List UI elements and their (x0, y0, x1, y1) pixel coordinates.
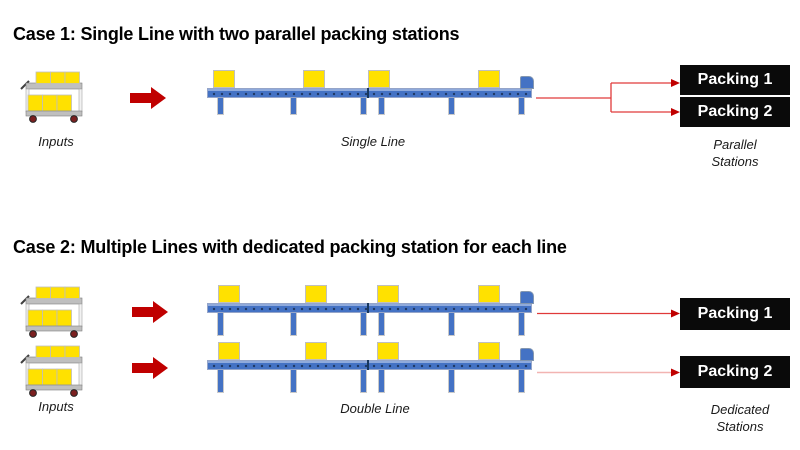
case2-title: Case 2: Multiple Lines with dedicated pa… (13, 237, 567, 257)
conveyor-leg (518, 98, 525, 115)
fork-connector-line (536, 79, 680, 116)
case2-inputs-label: Inputs (38, 399, 74, 414)
packing-station-2-label: Packing 2 (697, 363, 773, 380)
package-box (213, 70, 235, 88)
case1-title: Case 1: Single Line with two parallel pa… (13, 24, 460, 44)
conveyor-leg (448, 370, 455, 393)
belt-endstop (520, 76, 534, 89)
conveyor-leg (448, 98, 455, 115)
belt-segment-divider (367, 88, 369, 98)
package-box (478, 70, 500, 88)
conveyor-leg (290, 98, 297, 115)
flow-arrow-icon (132, 301, 168, 323)
conveyor-belt (207, 88, 532, 98)
packing-station-1: Packing 1 (680, 65, 790, 95)
packing-station-1: Packing 1 (680, 298, 790, 330)
case2-stations-caption: Dedicated Stations (690, 401, 790, 435)
package-box (478, 342, 500, 360)
conveyor-leg (290, 313, 297, 336)
roller-dots (210, 307, 529, 311)
conveyor-leg (360, 370, 367, 393)
flow-arrow-icon (132, 357, 168, 379)
conveyor-leg (217, 313, 224, 336)
roller-dots (210, 364, 529, 368)
input-cart-icon (20, 345, 83, 397)
flow-arrow-icon (130, 87, 166, 109)
case1-line-label: Single Line (340, 134, 406, 149)
package-box (305, 285, 327, 303)
package-box (377, 285, 399, 303)
case2-line-label: Double Line (340, 401, 410, 416)
conveyor-belt (207, 303, 532, 313)
conveyor-leg (217, 370, 224, 393)
caption-line1: Parallel (713, 137, 757, 152)
connector-line-1 (537, 309, 680, 318)
conveyor-belt (207, 360, 532, 370)
connector-line-2 (537, 368, 680, 377)
packing-station-2: Packing 2 (680, 356, 790, 388)
package-box (377, 342, 399, 360)
conveyor-leg (378, 98, 385, 115)
package-box (218, 285, 240, 303)
package-box (218, 342, 240, 360)
conveyor-leg (217, 98, 224, 115)
belt-endstop (520, 348, 534, 361)
package-box (368, 70, 390, 88)
belt-segment-divider (367, 303, 369, 313)
packing-station-2-label: Packing 2 (697, 103, 773, 120)
conveyor-leg (290, 370, 297, 393)
caption-line2: Stations (711, 154, 759, 169)
conveyor-leg (518, 313, 525, 336)
case1-stations-caption: Parallel Stations (685, 136, 785, 170)
input-cart-icon (20, 71, 83, 123)
package-box (303, 70, 325, 88)
belt-endstop (520, 291, 534, 304)
package-box (305, 342, 327, 360)
packing-station-1-label: Packing 1 (697, 305, 773, 322)
package-box (478, 285, 500, 303)
roller-dots (210, 92, 529, 96)
packing-station-2: Packing 2 (680, 97, 790, 127)
conveyor-leg (360, 313, 367, 336)
caption-line2: Stations (716, 419, 764, 434)
input-cart-icon (20, 286, 83, 338)
conveyor-leg (518, 370, 525, 393)
case1-inputs-label: Inputs (38, 134, 74, 149)
conveyor-leg (448, 313, 455, 336)
belt-segment-divider (367, 360, 369, 370)
conveyor-leg (360, 98, 367, 115)
packing-station-1-label: Packing 1 (697, 71, 773, 88)
caption-line1: Dedicated (710, 402, 770, 417)
conveyor-leg (378, 313, 385, 336)
conveyor-leg (378, 370, 385, 393)
